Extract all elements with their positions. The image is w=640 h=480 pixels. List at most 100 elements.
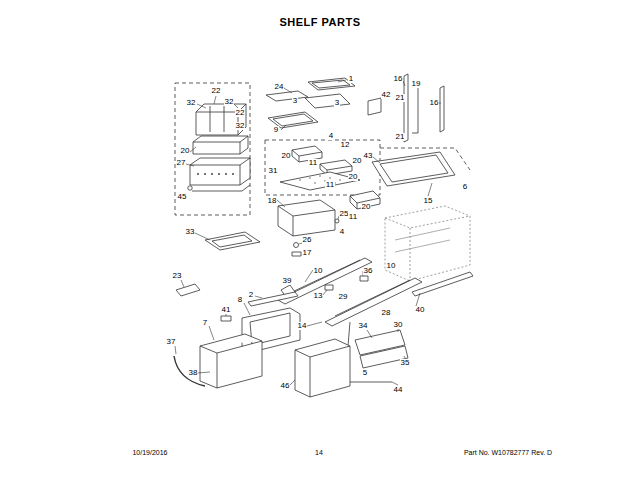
callout-number: 42 [381, 91, 392, 99]
rail-bracket [412, 82, 418, 133]
callout-number: 30 [393, 321, 404, 329]
crisper-housing [385, 206, 470, 281]
callout-number: 11 [348, 213, 358, 221]
callout-number: 13 [313, 292, 324, 300]
callout-number: 29 [338, 293, 349, 301]
slide-rail [412, 272, 473, 296]
callout-number: 20 [180, 147, 191, 155]
callout-number: 11 [325, 181, 335, 189]
glass-shelf [266, 91, 308, 101]
diagram-title: SHELF PARTS [279, 17, 360, 28]
callout-number: 24 [274, 83, 285, 91]
callout-number: 10 [313, 267, 324, 275]
rail [440, 86, 444, 132]
callout-number: 23 [172, 272, 183, 280]
callout-number: 1 [348, 75, 354, 83]
callout-number: 43 [363, 152, 374, 160]
callout-number: 32 [235, 122, 246, 130]
callout-number: 17 [302, 249, 313, 257]
callout-number: 4 [339, 228, 345, 236]
callout-number: 12 [340, 141, 351, 149]
callout-number: 18 [267, 197, 278, 205]
callout-number: 46 [280, 382, 291, 390]
callout-number: 2 [248, 291, 254, 299]
footer-text: Part No. W10782777 Rev. D [464, 449, 552, 456]
callout-number: 22 [211, 87, 222, 95]
callout-number: 27 [176, 159, 187, 167]
callout-number: 32 [186, 99, 197, 107]
screw [335, 219, 339, 223]
door-bin [193, 136, 248, 154]
callout-number: 3 [292, 97, 298, 105]
callout-number: 19 [411, 80, 422, 88]
callout-number: 32 [224, 98, 235, 106]
callout-number: 22 [235, 109, 246, 117]
callout-number: 21 [395, 133, 406, 141]
bin-trim [192, 185, 250, 191]
callout-number: 44 [393, 386, 404, 394]
callout-number: 37 [166, 338, 177, 346]
callout-number: 38 [188, 369, 199, 377]
footer-text: 14 [315, 449, 323, 456]
clip [294, 243, 299, 248]
clip [292, 252, 301, 256]
housing-detail [395, 228, 450, 252]
callout-number: 21 [395, 94, 406, 102]
shelf-frame [205, 232, 260, 250]
callout-number: 34 [358, 322, 369, 330]
callout-number: 4 [328, 132, 334, 140]
callout-number: 16 [393, 75, 404, 83]
callout-number: 31 [268, 167, 279, 175]
trim-bar [248, 292, 298, 306]
group-bracket [175, 83, 250, 215]
door-bin [190, 158, 250, 185]
bin-dots [197, 173, 234, 175]
footer-text: 10/19/2016 [132, 449, 167, 456]
clip [221, 316, 231, 321]
crisper-cover [372, 152, 455, 186]
group-bracket [265, 140, 380, 195]
callout-number: 20 [361, 203, 372, 211]
small-part [360, 276, 368, 281]
callout-number: 11 [308, 159, 318, 167]
drawer-box [295, 339, 350, 397]
callout-number: 6 [462, 183, 468, 191]
small-part [325, 285, 333, 290]
callout-number: 10 [386, 262, 397, 270]
shelf-frame [280, 172, 360, 190]
callout-number: 9 [273, 126, 279, 134]
callout-number: 33 [185, 228, 196, 236]
callout-number: 45 [177, 193, 188, 201]
drawer [278, 200, 335, 236]
callout-number: 39 [282, 277, 293, 285]
door-bin [196, 104, 246, 135]
leader-lines [175, 80, 441, 385]
drawer-box [200, 334, 262, 388]
small-part [368, 98, 381, 115]
callout-number: 14 [297, 322, 308, 330]
handle [176, 284, 200, 296]
group-bracket [380, 148, 470, 170]
bin-divider [210, 106, 224, 132]
callout-number: 36 [363, 267, 374, 275]
rail [404, 74, 408, 142]
callout-number: 20 [348, 173, 359, 181]
screw [188, 186, 192, 190]
callout-number: 5 [362, 369, 368, 377]
glass-shelf [305, 94, 350, 108]
callout-number: 8 [237, 296, 243, 304]
callout-number: 15 [423, 197, 434, 205]
callout-number: 3 [334, 99, 340, 107]
callout-number: 20 [281, 152, 292, 160]
callout-number: 26 [302, 236, 313, 244]
handle [174, 356, 205, 386]
callout-number: 16 [429, 99, 440, 107]
slide-rail [325, 278, 422, 326]
callout-number: 20 [352, 157, 363, 165]
callout-number: 41 [221, 306, 232, 314]
callout-number: 35 [400, 359, 411, 367]
callout-number: 7 [202, 319, 208, 327]
